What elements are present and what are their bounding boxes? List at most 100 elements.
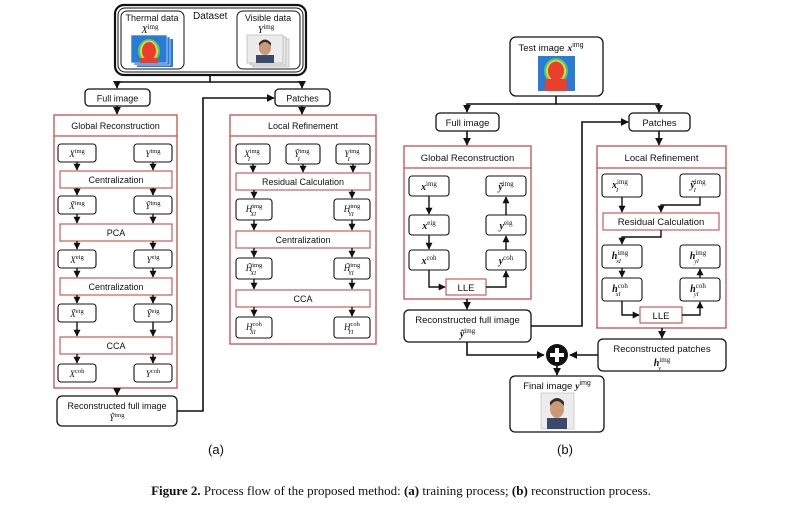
arrow-recon-to-patches-a <box>177 94 275 412</box>
svg-text:Xeig: Xeig <box>69 254 84 265</box>
visible-data-title: Visible data <box>245 13 291 23</box>
svg-text:Yeig: Yeig <box>147 254 161 265</box>
local-title-b: Local Refinement <box>625 153 699 164</box>
panel-a-label: (a) <box>208 442 224 457</box>
dataset-box: Dataset Thermal data Ximg Visible data Y… <box>113 3 308 77</box>
local-step-residual-calculation <box>235 172 371 191</box>
svg-text:Ỹimg: Ỹimg <box>145 200 161 211</box>
caption-text-2: training process; <box>419 483 512 498</box>
arrow-test-to-full-b <box>463 96 557 113</box>
global-var-row-2: X̃img Ỹimg <box>57 195 173 215</box>
local-b-arrows <box>618 197 704 319</box>
global-step-pca <box>59 223 173 242</box>
global-step-centralization-2 <box>59 277 173 296</box>
svg-text:Ximg: Ximg <box>68 148 85 159</box>
global-step-cca <box>59 336 173 355</box>
global-step-cca-label: CCA <box>106 341 125 351</box>
plus-combine-icon <box>546 344 568 366</box>
svg-text:Ỹeig: Ỹeig <box>147 308 161 319</box>
svg-text:X̃eig: X̃eig <box>69 308 84 319</box>
arrow-recon-full-to-plus <box>466 342 545 359</box>
global-step-pca-label: PCA <box>107 228 126 238</box>
local-step-centralization <box>235 230 371 249</box>
global-step-centralization-2-label: Centralization <box>88 282 143 292</box>
thermal-image-stack <box>130 34 173 67</box>
reconstructed-patches-label: Reconstructed patches <box>613 344 710 355</box>
residual-calculation-label-b: Residual Calculation <box>618 217 705 228</box>
arrow-recon-to-patches-b <box>531 118 629 327</box>
full-image-label-a: Full image <box>97 94 139 104</box>
svg-text:Xcoh: Xcoh <box>69 368 86 379</box>
global-step-centralization-1 <box>59 170 173 189</box>
global-b-arrows <box>425 196 510 291</box>
arrow-dataset-to-full-a <box>113 75 211 89</box>
global-var-row-5: Xcoh Ycoh <box>57 363 173 383</box>
reconstructed-full-image-var-b: ỹimg <box>459 327 476 340</box>
final-face-image <box>540 392 575 430</box>
caption-a-label: (a) <box>403 483 420 498</box>
local-step-cca-label: CCA <box>293 294 312 304</box>
figure-caption: Figure 2. Process flow of the proposed m… <box>0 483 802 499</box>
global-b-right-column: ỹimg yeig ycoh <box>485 175 527 271</box>
lle-label-global-b: LLE <box>458 283 475 294</box>
local-step-residual-label: Residual Calculation <box>262 177 344 187</box>
global-var-row-1: Ximg Yimg <box>57 143 173 163</box>
local-refinement-section-a <box>229 114 377 345</box>
global-title-b: Global Reconstruction <box>421 153 514 164</box>
caption-text-3: reconstruction process. <box>527 483 651 498</box>
patches-label-b: Patches <box>642 118 677 129</box>
svg-text:ycoh: ycoh <box>498 254 514 267</box>
lle-label-local-b: LLE <box>653 311 670 322</box>
global-title-a: Global Reconstruction <box>71 121 160 131</box>
global-flow-arrows-a <box>73 162 157 364</box>
reconstructed-full-image-label-b: Reconstructed full image <box>415 315 520 326</box>
reconstructed-full-image-label-a: Reconstructed full image <box>67 401 166 411</box>
patches-label-a: Patches <box>286 94 319 104</box>
local-flow-arrows-a <box>249 164 357 317</box>
test-thermal-image <box>538 56 575 91</box>
arrow-test-to-patches-b <box>556 103 663 113</box>
global-var-row-4: X̃eig Ỹeig <box>57 303 173 323</box>
caption-b-label: (b) <box>511 483 528 498</box>
arrow-dataset-to-patches-a <box>210 80 306 89</box>
svg-text:Ycoh: Ycoh <box>146 368 161 379</box>
svg-text:ximg: ximg <box>420 180 437 193</box>
thermal-data-title: Thermal data <box>125 13 178 23</box>
panel-a: Dataset Thermal data Ximg Visible data Y… <box>53 3 377 457</box>
svg-text:ỹimg: ỹimg <box>497 180 514 193</box>
thermal-data-var: Ximg <box>141 23 159 36</box>
global-step-centralization-1-label: Centralization <box>88 175 143 185</box>
local-title-a: Local Refinement <box>268 121 339 131</box>
svg-text:xeig: xeig <box>421 219 436 232</box>
global-var-row-3: Xeig Yeig <box>57 249 173 269</box>
dataset-label: Dataset <box>193 11 228 22</box>
visible-image-stack <box>246 34 290 68</box>
caption-figure-label: Figure 2. <box>151 483 201 498</box>
visible-data-var: Yimg <box>258 23 275 36</box>
caption-text-1: Process flow of the proposed method: <box>200 483 404 498</box>
svg-text:yeig: yeig <box>498 219 513 232</box>
svg-text:xcoh: xcoh <box>420 254 437 267</box>
